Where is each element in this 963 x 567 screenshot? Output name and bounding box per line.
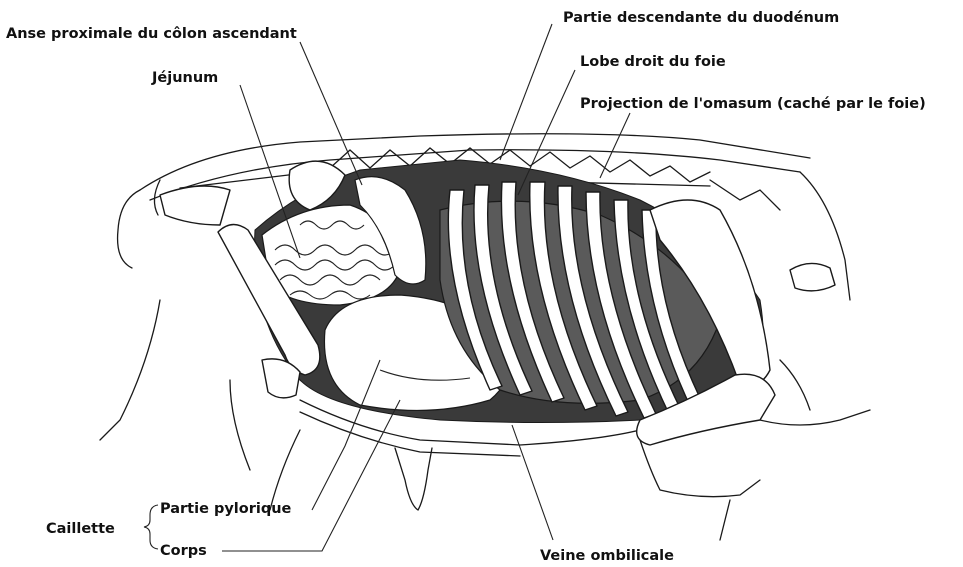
label-jejunum: Jéjunum (151, 70, 218, 86)
label-partie-pylorique: Partie pylorique (160, 501, 292, 517)
label-lobe-droit-foie: Lobe droit du foie (580, 54, 726, 70)
label-omasum: Projection de l'omasum (caché par le foi… (580, 96, 926, 112)
label-veine-ombilicale: Veine ombilicale (540, 548, 674, 564)
label-corps: Corps (160, 543, 207, 559)
label-anse-colon: Anse proximale du côlon ascendant (6, 26, 297, 42)
ilium (160, 186, 230, 225)
label-caillette: Caillette (46, 521, 115, 537)
label-duodenum: Partie descendante du duodénum (563, 10, 839, 26)
